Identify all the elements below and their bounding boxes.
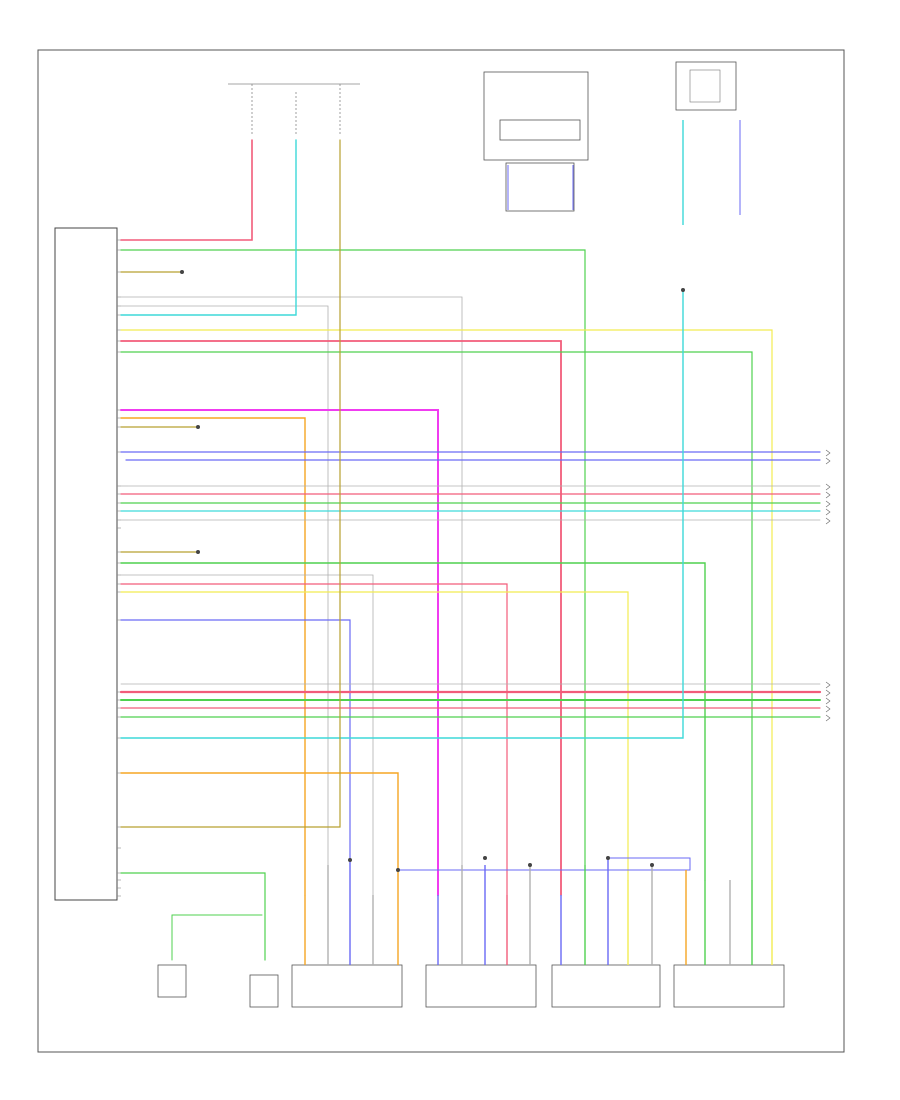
right-edge-arrows bbox=[825, 449, 831, 722]
bottom-connectors bbox=[157, 964, 785, 1008]
sensor-a-box bbox=[157, 964, 187, 998]
fuse-box-left bbox=[228, 83, 360, 135]
wire-gray-1 bbox=[120, 296, 463, 866]
junction-dots bbox=[180, 270, 685, 872]
injector-1-box bbox=[291, 964, 403, 1008]
wire-orange-1 bbox=[120, 417, 306, 896]
wire-cyan-1 bbox=[120, 139, 297, 316]
pcm-box bbox=[54, 227, 118, 901]
injector-2-box bbox=[425, 964, 537, 1008]
wires-horizontal bbox=[119, 139, 822, 961]
wire-red-top bbox=[120, 139, 253, 241]
wire-orange-2 bbox=[120, 772, 399, 871]
injector-stubs bbox=[304, 858, 773, 965]
injector-4-box bbox=[673, 964, 785, 1008]
pcm-pin-ticks bbox=[117, 239, 121, 897]
fuel-pump-module bbox=[483, 71, 589, 212]
wire-green-7 bbox=[120, 872, 266, 961]
wire-gray-5 bbox=[120, 574, 374, 896]
wires-top-right bbox=[507, 120, 741, 225]
wire-green-1 bbox=[120, 249, 586, 866]
wire-green-4 bbox=[120, 562, 706, 881]
wire-magenta-1 bbox=[120, 409, 439, 896]
wire-yellow-1 bbox=[120, 329, 773, 881]
wire-yellow-2 bbox=[120, 591, 629, 881]
wire-red-4 bbox=[120, 583, 508, 896]
wire-blue-4 bbox=[397, 857, 691, 871]
wire-red-2 bbox=[120, 340, 562, 896]
throttle-sensor bbox=[675, 61, 737, 111]
pcm-module bbox=[54, 227, 121, 901]
wire-gray-2 bbox=[120, 305, 329, 866]
wire-green-2 bbox=[120, 351, 753, 881]
sensor-b-box bbox=[249, 974, 279, 1008]
injector-3-box bbox=[551, 964, 661, 1008]
wire-olive-4 bbox=[120, 139, 341, 828]
wire-cyan-3 bbox=[120, 289, 684, 739]
diagram-frame bbox=[37, 49, 845, 1053]
wire-blue-3 bbox=[120, 619, 351, 861]
